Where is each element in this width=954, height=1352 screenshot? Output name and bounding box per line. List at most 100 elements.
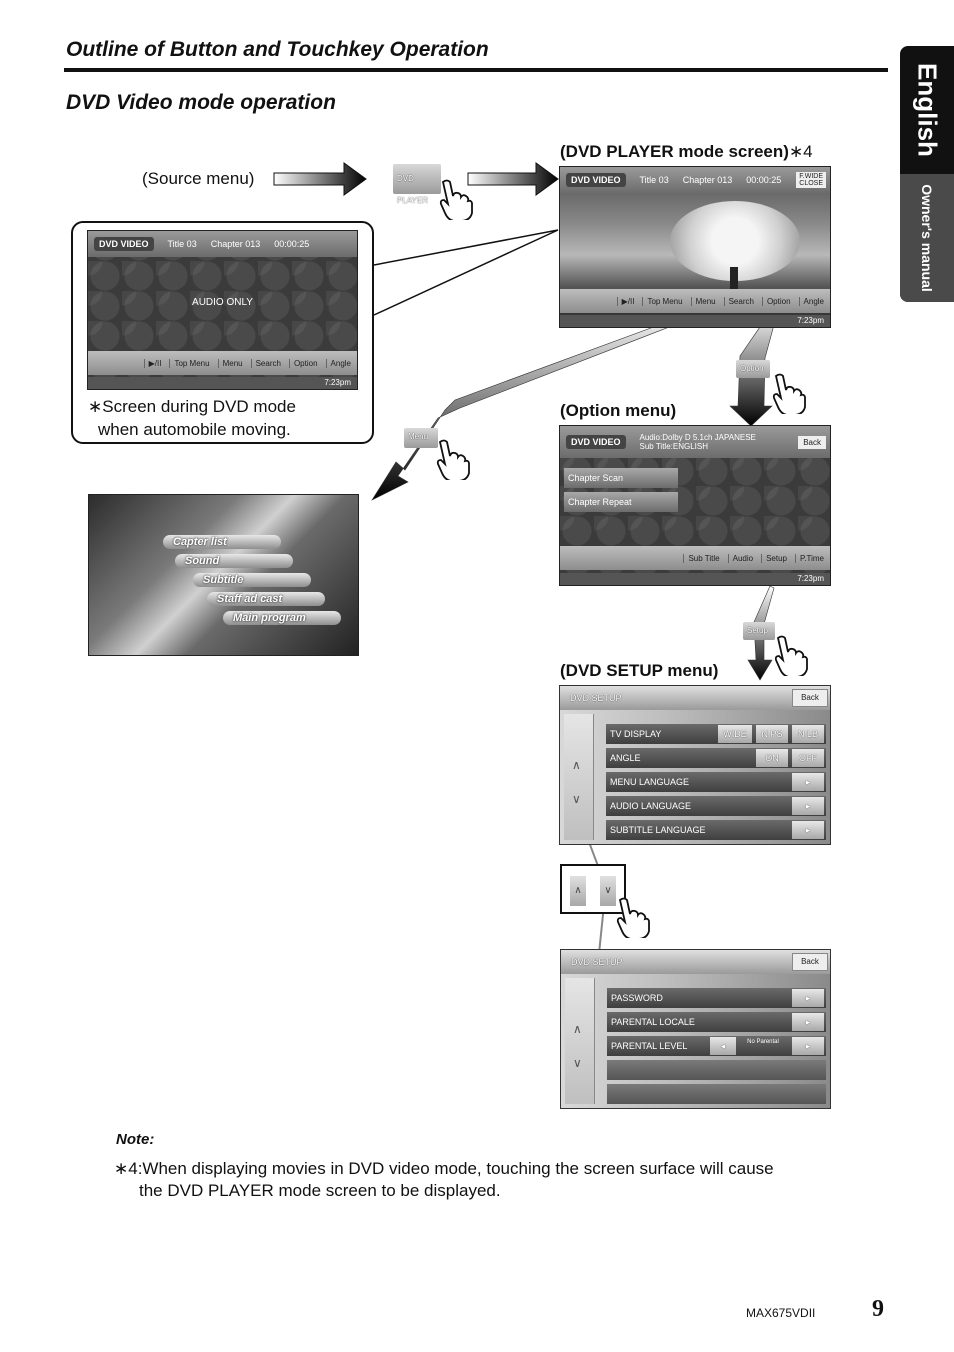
player-title: Title 03 [639,175,669,185]
setup2-back-button[interactable]: Back [792,953,828,971]
chapter-scan-item[interactable]: Chapter Scan [564,468,678,488]
dvd-player-chip[interactable]: DVD PLAYER [393,164,441,205]
tv-nps-button[interactable]: N PS [756,725,788,743]
angle-button[interactable]: Angle [798,296,824,306]
callout-lines [373,229,559,316]
angle-label: ANGLE [610,753,641,763]
audio-language-row[interactable]: AUDIO LANGUAGE ▸ [606,796,826,816]
tree-trunk [730,267,738,295]
arrow-source-to-chip [273,162,367,196]
option-back-button[interactable]: Back [798,435,826,449]
audio-only-text: AUDIO ONLY [192,297,253,308]
chevron-right-icon[interactable]: ▸ [792,773,824,791]
subtitle-button[interactable]: Sub Title [683,553,720,563]
option-button-bar: Sub Title Audio Setup P.Time [560,546,830,570]
scroll-up-icon[interactable]: ∧ [573,1022,582,1036]
dvd-setup-screen-1[interactable]: DVD SETUP Back ∧ ∨ TV DISPLAY WIDE N PS … [559,685,831,845]
player-time: 00:00:25 [746,175,782,185]
scroll-buttons-zoom: ∧ ∨ [560,864,626,914]
scroll-up-icon[interactable]: ∧ [570,876,586,906]
tv-display-label: TV DISPLAY [610,729,662,739]
moving-note-line1: ∗Screen during DVD mode [88,397,296,416]
chevron-right-icon[interactable]: ▸ [792,821,824,839]
top-menu-button[interactable]: Top Menu [642,296,683,306]
scroll-down-icon[interactable]: ∨ [573,1056,582,1070]
tv-display-row[interactable]: TV DISPLAY WIDE N PS N LB [606,724,826,744]
option-menu-label: (Option menu) [560,401,677,420]
wide-label: F.WIDE [799,173,823,180]
search-button[interactable]: Search [723,296,754,306]
moving-top-bar: DVD VIDEO Title 03 Chapter 013 00:00:25 [88,231,357,257]
empty-row [607,1060,826,1080]
wide-button[interactable]: F.WIDE CLOSE [796,172,826,188]
dvd-player-screen[interactable]: DVD VIDEO Title 03 Chapter 013 00:00:25 … [559,166,831,328]
title-rule [64,68,888,72]
password-row[interactable]: PASSWORD ▸ [607,988,826,1008]
tv-nlb-button[interactable]: N LB [792,725,824,743]
parental-locale-row[interactable]: PARENTAL LOCALE ▸ [607,1012,826,1032]
side-tab: English Owner's manual [900,46,954,302]
audio-button[interactable]: Audio [727,553,753,563]
moving-chapter: Chapter 013 [210,239,261,249]
moving-angle: Angle [325,358,351,368]
scroll-down-icon[interactable]: ∨ [600,876,616,906]
hand-pointer-icon [616,897,650,938]
moving-top-menu: Top Menu [169,358,210,368]
note-line1: ∗4:When displaying movies in DVD video m… [114,1159,774,1178]
subtitle-language-label: SUBTITLE LANGUAGE [610,825,706,835]
parental-level-row[interactable]: PARENTAL LEVEL ◂ No Parental ▸ [607,1036,826,1056]
setup1-back-button[interactable]: Back [792,689,828,707]
menu-button[interactable]: Menu [690,296,716,306]
subsection-title: DVD Video mode operation [66,91,336,114]
disc-menu-item-chapter-list[interactable]: Capter list [163,535,281,549]
angle-on-button[interactable]: ON [756,749,788,767]
option-chip[interactable]: Option [736,360,770,378]
menu-language-row[interactable]: MENU LANGUAGE ▸ [606,772,826,792]
disc-menu-screen[interactable]: Capter list Sound Subtitle Staff ad cast… [88,494,359,656]
dvd-setup-screen-2[interactable]: DVD SETUP Back ∧ ∨ PASSWORD ▸ PARENTAL L… [560,949,831,1109]
dvd-player-screen-label: (DVD PLAYER mode screen)∗4 [560,142,813,162]
disc-menu-item-staff[interactable]: Staff ad cast [207,592,325,606]
chevron-right-icon[interactable]: ▸ [792,989,824,1007]
disc-menu-item-main[interactable]: Main program [223,611,341,625]
tv-wide-button[interactable]: WIDE [718,725,752,743]
close-label: CLOSE [799,180,823,187]
setup1-title: DVD SETUP [560,686,830,710]
setup-button[interactable]: Setup [761,553,787,563]
angle-off-button[interactable]: OFF [792,749,824,767]
audio-language-label: AUDIO LANGUAGE [610,801,692,811]
chevron-right-icon[interactable]: ▸ [792,797,824,815]
menu-chip[interactable]: Menu [404,428,438,448]
angle-row[interactable]: ANGLE ON OFF [606,748,826,768]
empty-row [607,1084,826,1104]
arrow-chip-to-player [467,162,559,196]
dvd-setup-label: (DVD SETUP menu) [560,661,719,680]
option-top-bar: DVD VIDEO Audio:Dolby D 5.1ch JAPANESE S… [560,426,830,458]
disc-menu-item-sound[interactable]: Sound [175,554,293,568]
play-pause-button[interactable]: ▶/II [616,296,634,306]
parental-locale-label: PARENTAL LOCALE [611,1017,695,1027]
option-menu-screen[interactable]: DVD VIDEO Audio:Dolby D 5.1ch JAPANESE S… [559,425,831,586]
option-button[interactable]: Option [761,296,791,306]
dvd-player-note-ref: ∗4 [788,142,813,161]
source-menu-label: (Source menu) [142,169,255,188]
disc-menu-item-subtitle[interactable]: Subtitle [193,573,311,587]
chevron-left-icon[interactable]: ◂ [710,1037,736,1055]
setup1-scroll-bar[interactable]: ∧ ∨ [564,714,594,840]
scroll-down-icon[interactable]: ∨ [572,792,581,806]
subtitle-language-row[interactable]: SUBTITLE LANGUAGE ▸ [606,820,826,840]
note-line2: the DVD PLAYER mode screen to be display… [139,1181,501,1200]
note-title: Note: [116,1131,155,1148]
moving-note-line2: when automobile moving. [98,420,291,439]
scroll-up-icon[interactable]: ∧ [572,758,581,772]
chevron-right-icon[interactable]: ▸ [792,1037,824,1055]
ptime-button[interactable]: P.Time [794,553,824,563]
player-top-bar: DVD VIDEO Title 03 Chapter 013 00:00:25 … [560,167,830,193]
chapter-repeat-item[interactable]: Chapter Repeat [564,492,678,512]
hand-pointer-icon [774,635,808,676]
setup-chip[interactable]: Setup [743,622,775,640]
setup2-scroll-bar[interactable]: ∧ ∨ [565,978,595,1104]
chevron-right-icon[interactable]: ▸ [792,1013,824,1031]
moving-play-pause: ▶/II [143,358,161,368]
arrow-menu-diagonal [371,307,709,501]
